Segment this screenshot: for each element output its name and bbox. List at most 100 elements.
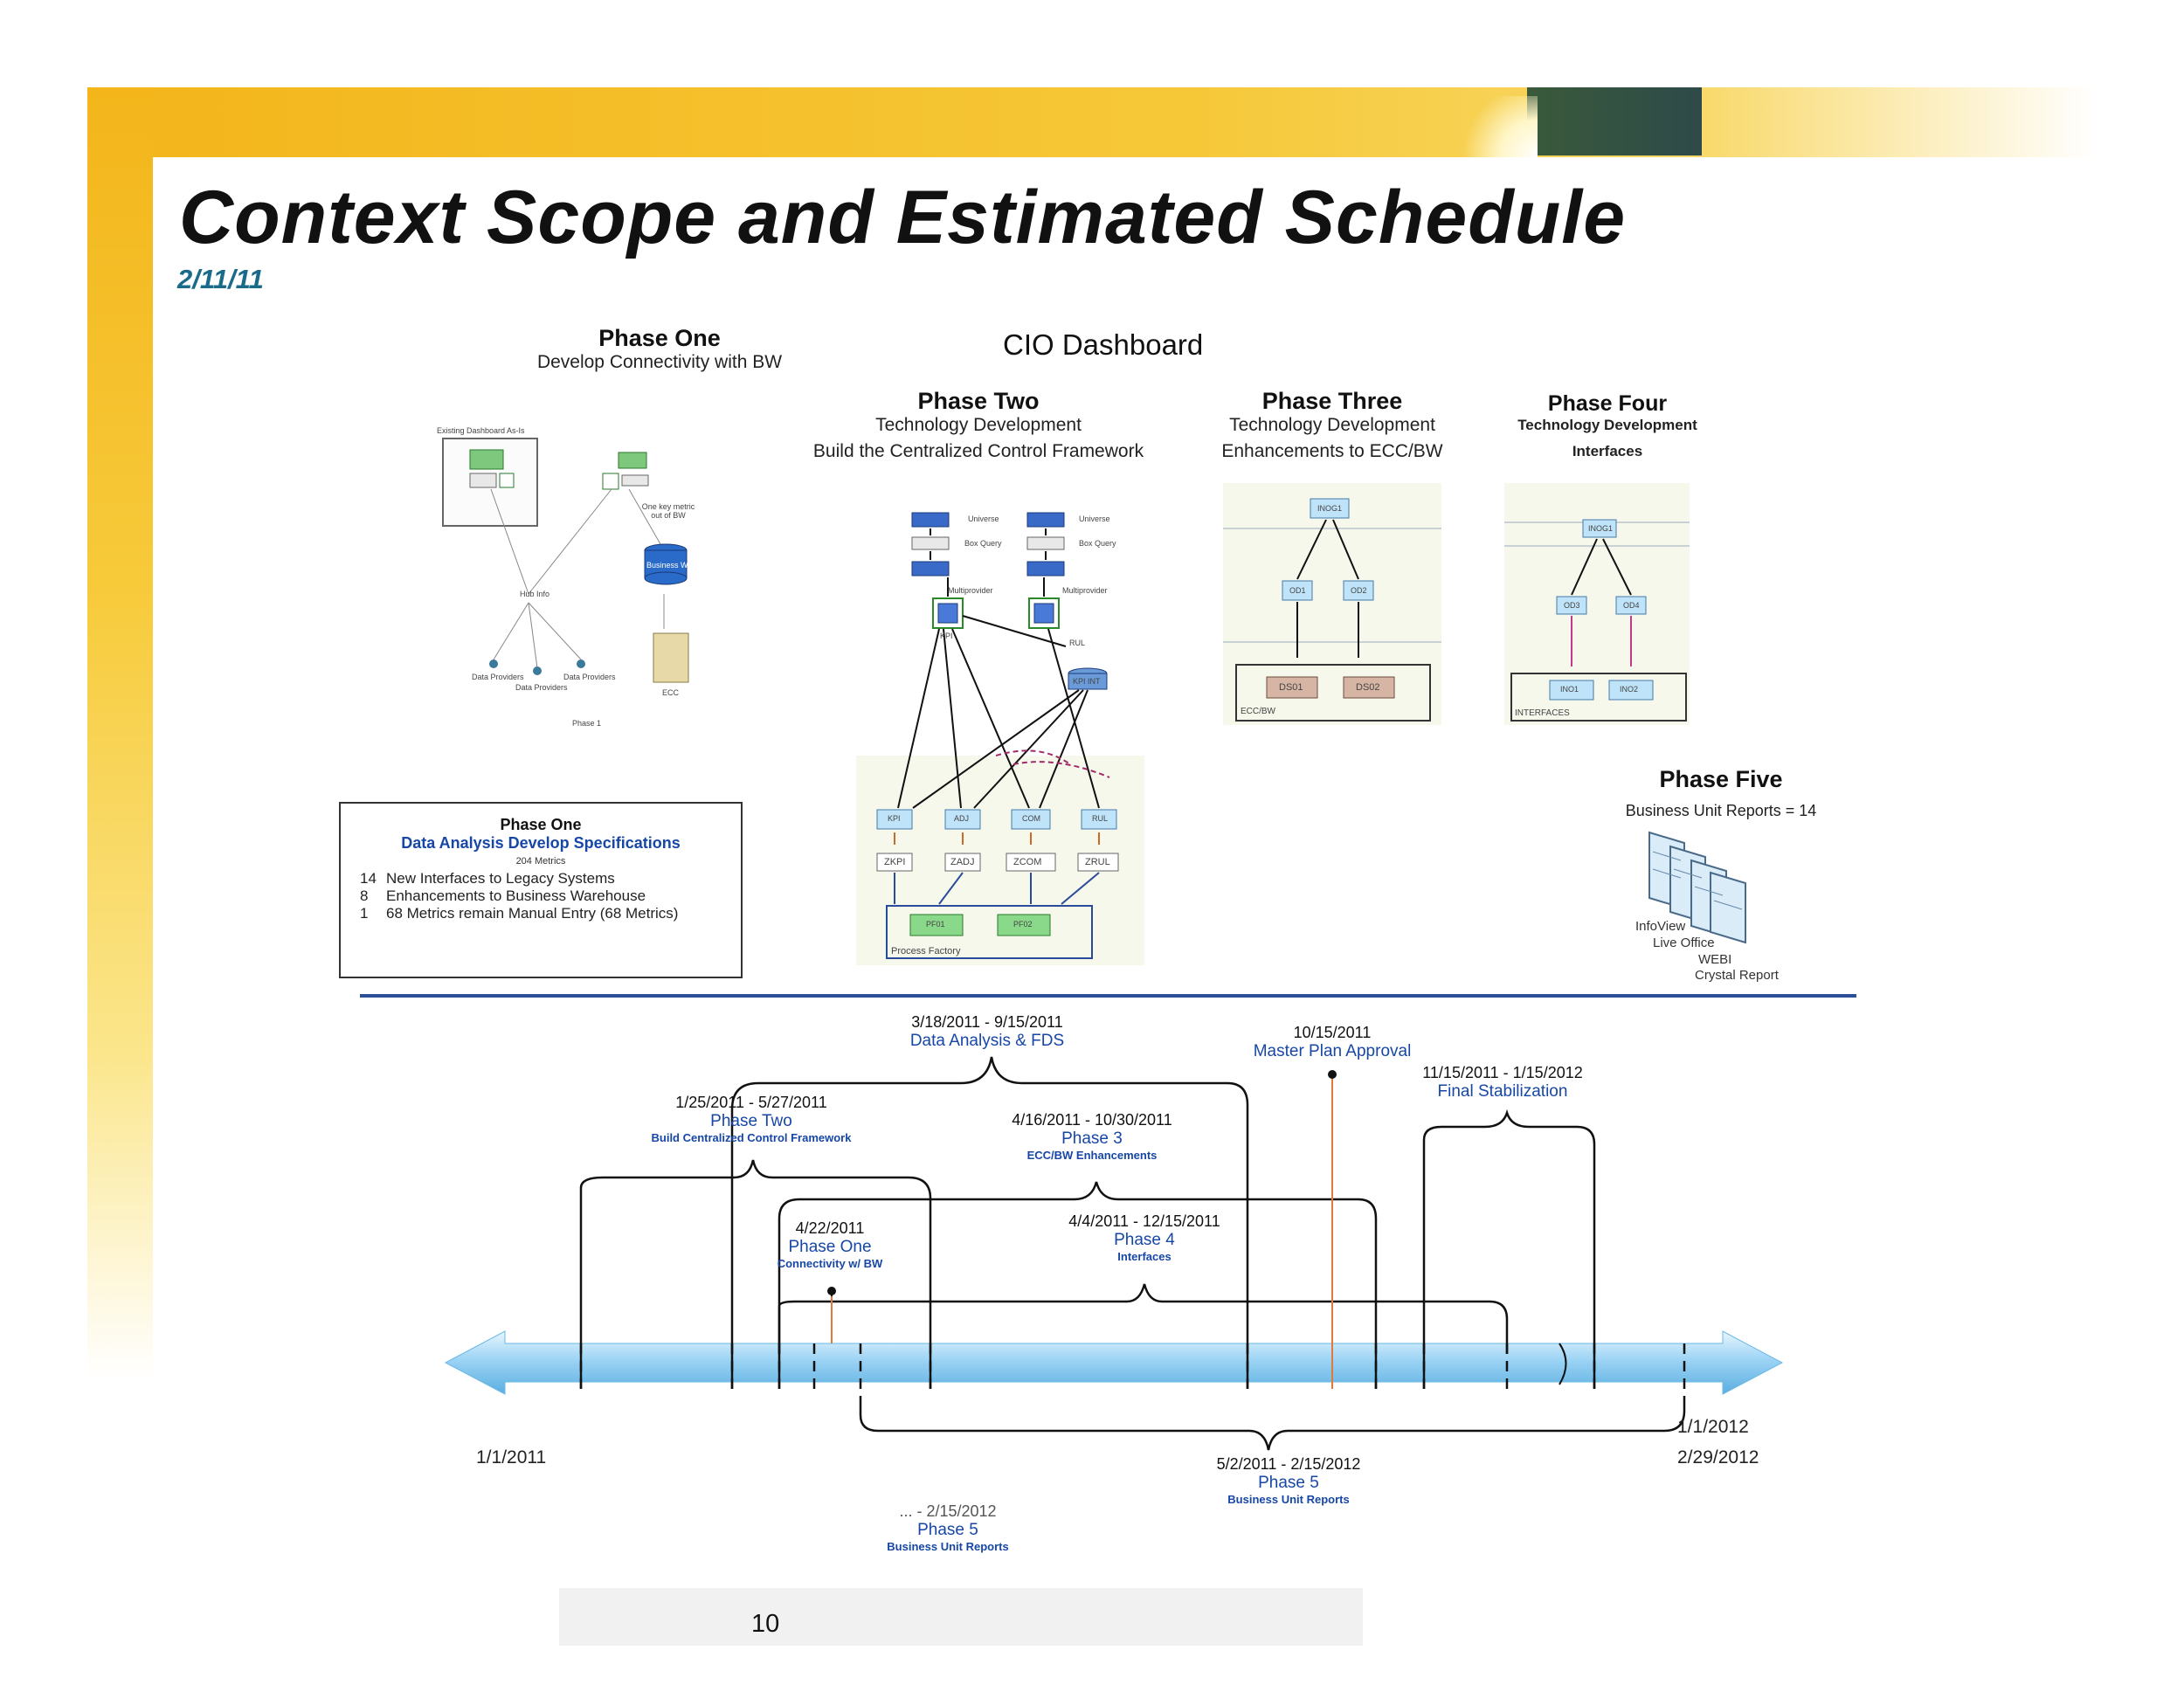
- tl-event-name: Master Plan Approval: [1253, 1042, 1412, 1060]
- da-row-num: 1: [360, 905, 369, 922]
- p4-bottom-1: INO1: [1560, 685, 1579, 694]
- phase-one-subtitle: Develop Connectivity with BW: [536, 352, 783, 372]
- report-stack-icon: [1648, 831, 1746, 944]
- p2-cube-4: RUL: [1092, 814, 1109, 823]
- p2-pf-label: Process Factory: [891, 946, 961, 956]
- p1-dp-2: Data Providers: [515, 683, 568, 692]
- p4-label: INTERFACES: [1515, 708, 1570, 718]
- tl-event-dates: 10/15/2011: [1293, 1024, 1372, 1041]
- p1-db: Business Warehouse: [646, 561, 721, 570]
- tool-live-office: Live Office: [1653, 936, 1715, 950]
- timeline-start-date: 1/1/2011: [476, 1447, 547, 1467]
- phase-one-title: Phase One: [598, 325, 721, 351]
- phase-five-header: Phase Five Business Unit Reports = 14: [1564, 766, 1878, 820]
- tl-event-name: Data Analysis & FDS: [909, 1032, 1065, 1050]
- p2-z-2: ZADJ: [950, 857, 975, 867]
- phase-two-line1: Technology Development: [875, 415, 1082, 435]
- slide-date: 2/11/11: [177, 264, 264, 294]
- tl-event-dates: ... - 2/15/2012: [899, 1502, 997, 1520]
- phase-three-header: Phase Three Technology Development Enhan…: [1188, 388, 1476, 462]
- tool-crystal-report: Crystal Report: [1695, 968, 1779, 983]
- p3-bottom-2: DS02: [1356, 682, 1380, 693]
- tl-event-sub: Build Centralized Control Framework: [651, 1131, 852, 1144]
- p2-universe-2: Universe: [1079, 514, 1110, 523]
- timeline-end-date: 2/29/2012: [1677, 1447, 1759, 1467]
- tl-event-name: Phase 3: [1061, 1129, 1123, 1148]
- da-row-text: Enhancements to Business Warehouse: [386, 887, 646, 904]
- phase-one-header: Phase One Develop Connectivity with BW: [467, 325, 852, 373]
- p3-label: ECC/BW: [1241, 707, 1275, 716]
- tool-infoview: InfoView: [1635, 919, 1686, 934]
- p2-universe-1: Universe: [968, 514, 999, 523]
- phase-three-title: Phase Three: [1261, 388, 1403, 414]
- p2-z-3: ZCOM: [1013, 857, 1042, 867]
- tool-webi: WEBI: [1698, 952, 1732, 967]
- tl-event-sub: ECC/BW Enhancements: [1026, 1149, 1158, 1162]
- p3-top: INOG1: [1317, 504, 1343, 513]
- tl-event-dates: 1/25/2011 - 5/27/2011: [675, 1094, 827, 1111]
- tl-event-phase-5: 5/2/2011 - 2/15/2012 Phase 5 Business Un…: [1175, 1455, 1402, 1506]
- da-row-num: 14: [360, 870, 377, 887]
- p3-links: [1223, 498, 1441, 722]
- p2-cube-1: KPI: [888, 814, 901, 823]
- p1-note: One key metric out of BW: [641, 502, 695, 520]
- phase-five-title: Phase Five: [1659, 766, 1783, 792]
- footer-band: [559, 1588, 1363, 1646]
- p2-links: [876, 512, 1119, 959]
- phase-four-header: Phase Four Technology Development Interf…: [1485, 391, 1730, 460]
- da-title: Phase One: [500, 816, 582, 833]
- tl-event-phase-two: 1/25/2011 - 5/27/2011 Phase Two Build Ce…: [629, 1094, 874, 1144]
- phase-three-line2: Enhancements to ECC/BW: [1221, 441, 1443, 461]
- da-row-text: New Interfaces to Legacy Systems: [386, 870, 615, 887]
- tl-event-name: Phase 4: [1114, 1231, 1175, 1249]
- tl-event-phase-one: 4/22/2011 Phase One Connectivity w/ BW: [743, 1219, 917, 1270]
- timeline-mid-marker: 1/1/2012: [1677, 1417, 1749, 1437]
- p2-rul-side: RUL: [1069, 639, 1086, 647]
- p4-mid-1: OD3: [1564, 601, 1580, 610]
- data-analysis-box: Phase One Data Analysis Develop Specific…: [339, 802, 743, 978]
- p2-pf-2: PF02: [1013, 920, 1033, 929]
- tl-event-sub: Connectivity w/ BW: [777, 1257, 883, 1270]
- da-row-text: 68 Metrics remain Manual Entry (68 Metri…: [386, 905, 679, 922]
- tl-event-sub: Business Unit Reports: [887, 1540, 1009, 1553]
- tl-event-phase-3: 4/16/2011 - 10/30/2011 Phase 3 ECC/BW En…: [978, 1111, 1206, 1162]
- tl-event-name: Phase 5: [917, 1521, 978, 1539]
- p2-z-4: ZRUL: [1085, 857, 1110, 867]
- da-subtitle: Data Analysis Develop Specifications: [401, 834, 681, 852]
- p3-mid-2: OD2: [1351, 586, 1367, 595]
- p2-cube-3: COM: [1022, 814, 1040, 823]
- phase-two-header: Phase Two Technology Development Build t…: [786, 388, 1171, 462]
- tl-event-phase-4: 4/4/2011 - 12/15/2011 Phase 4 Interfaces: [1031, 1212, 1258, 1263]
- p3-mid-1: OD1: [1289, 586, 1306, 595]
- tl-event-name: Phase 5: [1258, 1474, 1319, 1492]
- p2-pf-1: PF01: [926, 920, 945, 929]
- tl-event-dates: 4/16/2011 - 10/30/2011: [1012, 1111, 1172, 1129]
- p4-top: INOG1: [1588, 524, 1614, 533]
- p2-mp-2: Multiprovider: [1062, 586, 1108, 595]
- da-rows: 14 New Interfaces to Legacy Systems 8 Enha…: [360, 870, 741, 922]
- tl-event-data-analysis: 3/18/2011 - 9/15/2011 Data Analysis & FD…: [874, 1013, 1101, 1051]
- p4-links: [1504, 519, 1690, 722]
- p1-links: [442, 438, 689, 683]
- tl-event-sub: Interfaces: [1117, 1250, 1171, 1263]
- p2-bq-1: Box Query: [964, 539, 1002, 548]
- p4-bottom-2: INO2: [1620, 685, 1639, 694]
- da-row: 14 New Interfaces to Legacy Systems: [360, 870, 741, 887]
- frame-left-band: [87, 87, 153, 1380]
- tl-event-dates: 5/2/2011 - 2/15/2012: [1216, 1455, 1361, 1473]
- tl-event-dates: 11/15/2011 - 1/15/2012: [1422, 1064, 1583, 1081]
- da-row-num: 8: [360, 887, 369, 904]
- section-divider: [360, 994, 1856, 998]
- phase-four-title: Phase Four: [1547, 391, 1668, 416]
- phase-five-subtitle: Business Unit Reports = 14: [1625, 802, 1817, 819]
- p2-z-1: ZKPI: [884, 857, 906, 867]
- timeline-graphic: [444, 1056, 1784, 1451]
- phase-two-line2: Build the Centralized Control Framework: [812, 441, 1144, 461]
- phase-three-diagram: INOG1 OD1 OD2 DS01 DS02 ECC/BW: [1223, 483, 1441, 725]
- tl-event-name: Final Stabilization: [1437, 1082, 1568, 1101]
- p1-caption: Phase 1: [572, 719, 602, 728]
- da-metrics: 204 Metrics: [515, 856, 566, 867]
- da-row: 8 Enhancements to Business Warehouse: [360, 887, 741, 905]
- phase-four-diagram: INOG1 OD3 OD4 INO1 INO2 INTERFACES: [1504, 483, 1690, 725]
- p1-dp-1: Data Providers: [472, 673, 524, 681]
